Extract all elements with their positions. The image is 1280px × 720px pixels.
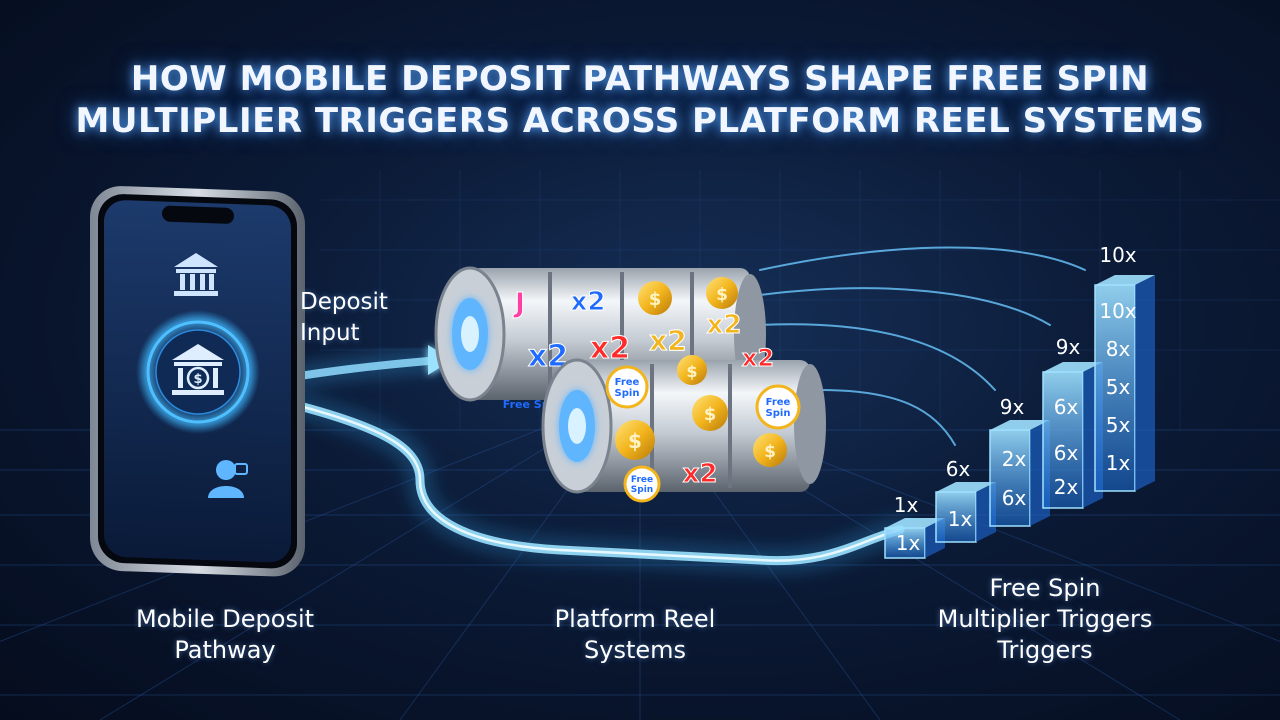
svg-text:$: $ [628,429,642,453]
reel-symbol-x2: x2 [683,459,718,489]
bar-5-label: 5x [1106,413,1131,437]
mobile-phone: $ [90,186,305,577]
bar-3-label: 2x [1002,447,1027,471]
reel-symbol-j: J [513,286,525,319]
reel-symbol-x2: x2 [742,344,774,372]
bar-2-label: 1x [948,507,973,531]
multiplier-labels: 1x 1x 6x 1x 9x 2x 6x 9x 6x 6x 2x 10x 10x… [894,243,1137,555]
dollar-coin-icon: $ [615,420,655,460]
svg-text:$: $ [649,289,662,310]
svg-text:$: $ [716,285,728,305]
dollar-coin-icon: $ [638,281,672,315]
svg-text:$: $ [704,404,717,425]
svg-text:Spin: Spin [766,408,791,419]
svg-text:$: $ [764,442,776,462]
svg-text:$: $ [193,372,202,387]
bar-5-label: 1x [1106,451,1131,475]
multiplier-bar-1 [884,518,945,559]
bar-5-label: 5x [1106,375,1131,399]
svg-text:Free: Free [631,475,653,485]
platform-reel-systems-label: Platform Reel Systems [554,605,716,664]
bar-4-label: 2x [1054,475,1079,499]
bar-4-top-label: 9x [1056,335,1081,359]
bank-icon [174,253,218,296]
bar-5-label: 8x [1106,337,1131,361]
bar-2-top-label: 6x [946,457,971,481]
bar-5-top-label: 10x [1099,243,1136,267]
bar-1-label: 1x [896,531,921,555]
title-line-2: MULTIPLIER TRIGGERS ACROSS PLATFORM REEL… [75,101,1205,141]
svg-text:$: $ [686,362,697,381]
reel-symbol-x2: x2 [649,324,687,357]
bar-5-label: 10x [1099,299,1136,323]
bank-dollar-icon: $ [172,344,224,395]
svg-text:Free: Free [766,397,791,408]
multiplier-bars [884,275,1155,559]
free-spin-triggers-label: Free Spin Multiplier Triggers Triggers [937,574,1153,664]
svg-text:Free: Free [615,377,640,388]
dollar-coin-icon: $ [753,433,787,467]
multiplier-bar-3 [989,420,1050,527]
bar-3-label: 6x [1002,486,1027,510]
mobile-deposit-pathway-label: Mobile Deposit Pathway [135,605,315,664]
svg-text:Spin: Spin [615,388,640,399]
multiplier-bar-2 [935,482,996,543]
user-chat-icon [208,460,248,498]
deposit-input-label: Deposit Input [300,289,388,346]
reel-symbol-x2: x2 [707,310,742,340]
bar-1-top-label: 1x [894,493,919,517]
reel-symbol-x2: x2 [571,287,606,317]
dollar-coin-icon: $ [677,355,707,385]
svg-text:Spin: Spin [631,485,653,495]
dollar-coin-icon: $ [706,277,738,309]
page-title: HOW MOBILE DEPOSIT PATHWAYS SHAPE FREE S… [40,58,1240,142]
multiplier-bar-5 [1094,275,1155,492]
title-line-1: HOW MOBILE DEPOSIT PATHWAYS SHAPE FREE S… [130,59,1150,99]
dollar-coin-icon: $ [692,395,728,431]
bar-4-label: 6x [1054,441,1079,465]
bar-4-label: 6x [1054,395,1079,419]
bar-3-top-label: 9x [1000,395,1025,419]
